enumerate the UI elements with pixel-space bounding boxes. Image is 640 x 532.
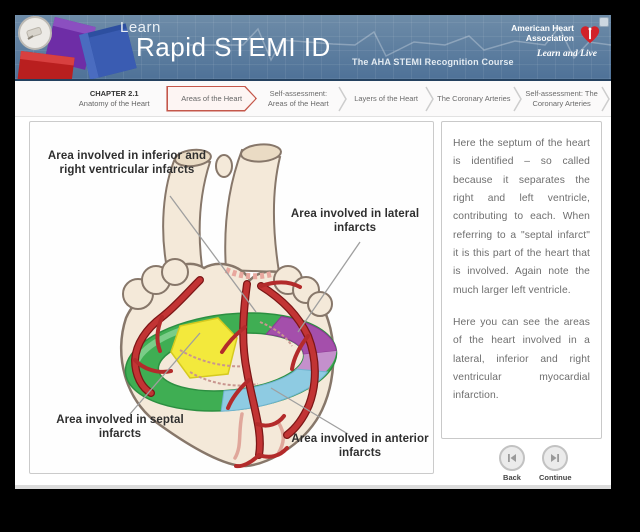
header: Learn Rapid STEMI ID The AHA STEMI Recog… [15,15,611,79]
ecg-trace-decoration [190,25,611,62]
nav-item-coronary-arteries[interactable]: The Coronary Arteries [437,93,511,103]
narration-panel: Here the septum of the heart is identifi… [441,121,602,439]
app-window: Learn Rapid STEMI ID The AHA STEMI Recog… [15,15,611,489]
chapter-label: CHAPTER 2.1 Anatomy of the Heart [65,89,163,109]
heart-illustration [119,143,361,469]
nav-item-layers-of-the-heart[interactable]: Layers of the Heart [354,93,418,103]
nav-item-self-assessment-coronary[interactable]: Self-assessment: The Coronary Arteries [525,88,598,108]
chevron-right-icon [513,86,523,111]
aha-tagline: Learn and Live [536,49,597,59]
header-divider [15,79,611,81]
back-button[interactable]: Back [499,445,525,482]
course-subtitle: The AHA STEMI Recognition Course [352,57,514,67]
heart-diagram-panel: Area involved in inferior and right vent… [29,121,434,474]
chapter-nav: CHAPTER 2.1 Anatomy of the Heart Areas o… [15,81,611,117]
nav-item-self-assessment-areas[interactable]: Self-assessment: Areas of the Heart [267,88,329,108]
back-label: Back [503,473,521,482]
chevron-right-icon [425,86,435,111]
label-septal-infarcts: Area involved in septal infarcts [56,414,184,440]
label-anterior-infarcts: Area involved in anterior infarcts [291,433,429,459]
aha-logo: American Heart Association [504,23,601,46]
window-bottom-edge [15,485,611,489]
course-title: Rapid STEMI ID [136,32,331,62]
nav-item-areas-of-the-heart[interactable]: Areas of the Heart [166,86,257,112]
chapter-icon [18,16,52,50]
chevron-right-icon [338,86,347,111]
player-controls: Back Continue [499,445,572,482]
aha-logo-name: American Heart Association [511,23,574,43]
label-lateral-infarcts: Area involved in lateral infarcts [290,208,420,234]
chevron-right-icon [601,86,610,111]
aha-heart-torch-icon [580,26,600,44]
chapter-code: CHAPTER 2.1 [89,88,139,98]
window-control-icon[interactable] [599,17,609,27]
narration-paragraph: Here you can see the areas of the heart … [453,316,590,402]
skip-forward-icon[interactable] [542,445,569,471]
leader-lines [129,195,361,435]
header-learn-label: Learn [120,19,161,36]
cubes-logo-icon [16,17,137,79]
skip-back-icon[interactable] [499,445,525,471]
continue-button[interactable]: Continue [539,445,572,482]
nav-item-label: Areas of the Heart [168,87,256,110]
chapter-title: Anatomy of the Heart [78,98,150,108]
label-inferior-infarcts: Area involved in inferior and right vent… [47,150,207,176]
narration-paragraph: Here the septum of the heart is identifi… [453,138,590,296]
continue-label: Continue [539,473,572,482]
